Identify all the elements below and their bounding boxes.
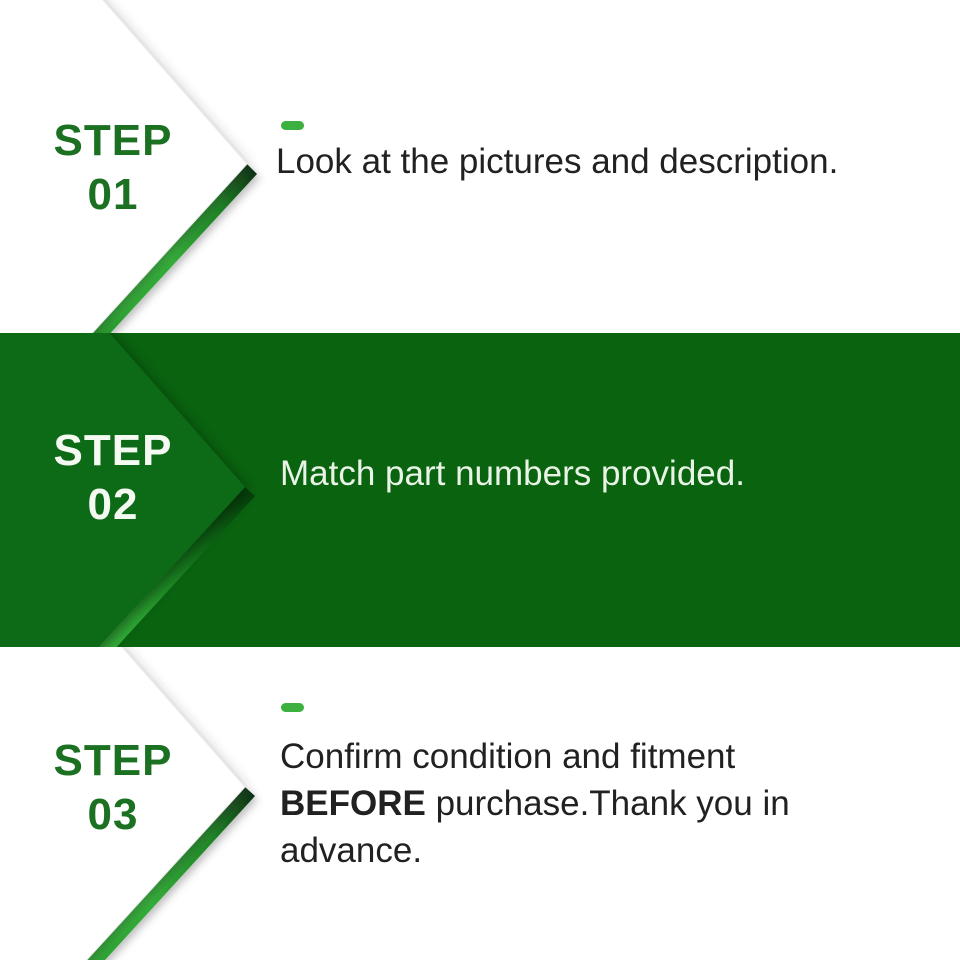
step-3-description-bold: BEFORE	[280, 784, 426, 823]
step-1-section: STEP 01 Look at the pictures and descrip…	[0, 0, 960, 333]
step-3-ribbon	[86, 787, 255, 960]
step-3-section: STEP 03 Confirm condition and fitment BE…	[0, 647, 960, 960]
step-2-number: 02	[87, 480, 139, 529]
step-1-label-block: STEP 01	[0, 114, 226, 222]
step-3-arrow-graphic	[0, 647, 255, 960]
step-3-description-line-1: Confirm condition and fitment	[280, 737, 736, 776]
step-1-chevron	[0, 0, 248, 333]
green-dash-accent-3	[281, 703, 304, 712]
step-1-ribbon	[92, 164, 257, 333]
step-2-arrow-graphic	[0, 333, 255, 647]
step-1-arrow-graphic	[0, 0, 257, 333]
step-1-description: Look at the pictures and description.	[276, 142, 839, 181]
step-3-number: 03	[87, 790, 139, 839]
step-1-number: 01	[87, 170, 139, 219]
step-2-ribbon	[98, 487, 255, 647]
step-3-description: Confirm condition and fitment BEFORE pur…	[280, 733, 790, 874]
step-2-description: Match part numbers provided.	[280, 454, 745, 493]
step-3-chevron	[0, 647, 246, 960]
step-2-label: STEP	[53, 426, 173, 475]
step-1-label: STEP	[53, 116, 173, 165]
step-3-description-line-2: BEFORE purchase.Thank you in	[280, 780, 790, 827]
step-3-label-block: STEP 03	[0, 734, 226, 842]
step-3-description-line-3: advance.	[280, 831, 423, 870]
green-dash-accent-1	[281, 121, 304, 130]
step-3-label: STEP	[53, 736, 173, 785]
step-2-section: STEP 02 Match part numbers provided.	[0, 333, 960, 647]
step-2-chevron	[0, 333, 245, 647]
step-3-description-line-2-rest: purchase.Thank you in	[425, 784, 790, 823]
step-2-label-block: STEP 02	[0, 424, 226, 532]
